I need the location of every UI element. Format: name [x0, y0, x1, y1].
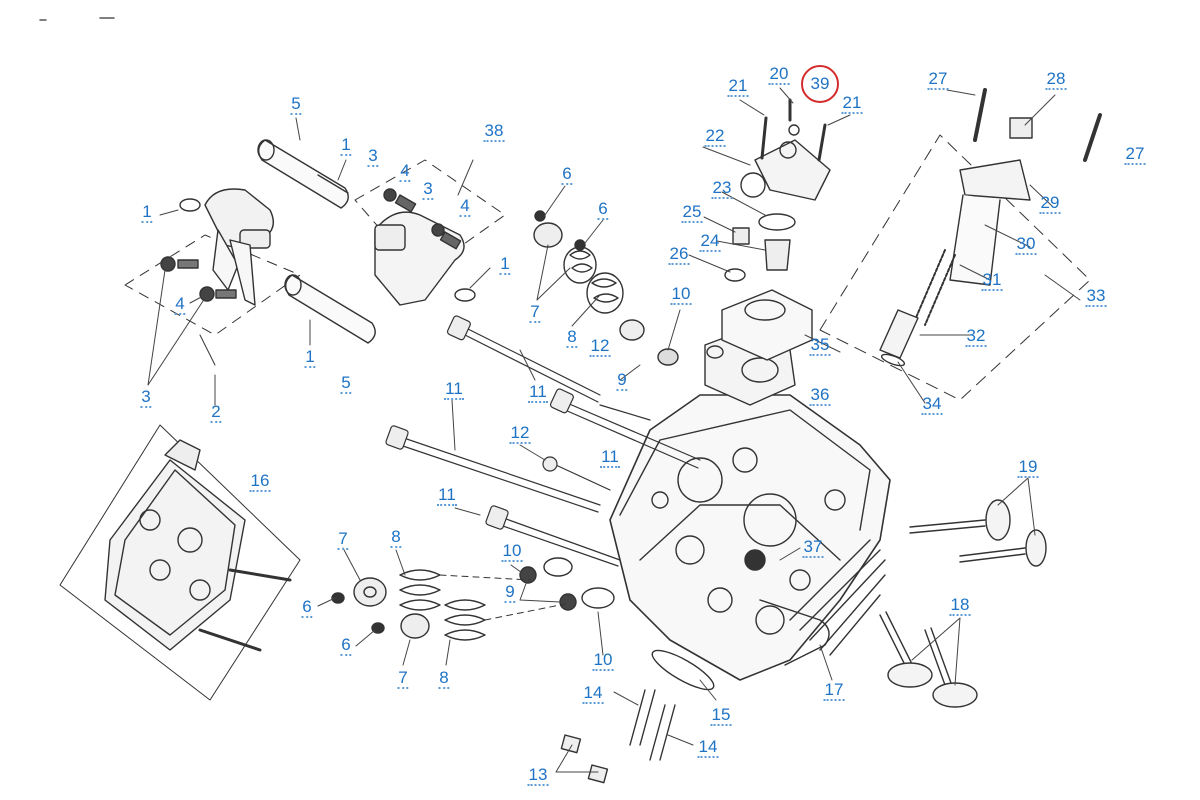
highlight-ring-39 [801, 65, 839, 103]
callout-34[interactable]: 34 [921, 394, 943, 415]
callout-20[interactable]: 20 [768, 64, 790, 85]
callout-38[interactable]: 38 [483, 121, 505, 142]
callout-27[interactable]: 27 [1124, 144, 1146, 165]
callout-2[interactable]: 2 [210, 402, 222, 423]
valves [879, 499, 1047, 708]
callout-10[interactable]: 10 [501, 541, 523, 562]
callout-12[interactable]: 12 [589, 336, 611, 357]
callout-19[interactable]: 19 [1017, 457, 1039, 478]
callout-39-highlighted[interactable]: 39 [810, 74, 830, 93]
callout-7[interactable]: 7 [529, 302, 541, 323]
callout-15[interactable]: 15 [710, 705, 732, 726]
callout-7[interactable]: 7 [337, 529, 349, 550]
callout-5[interactable]: 5 [340, 373, 352, 394]
cylinder-head [609, 329, 891, 681]
rocker-arm-group-left [124, 188, 301, 366]
inset-head-view [59, 424, 301, 701]
callout-1[interactable]: 1 [499, 254, 511, 275]
callout-4[interactable]: 4 [174, 294, 186, 315]
callout-24[interactable]: 24 [699, 231, 721, 252]
callout-1[interactable]: 1 [304, 347, 316, 368]
callout-35[interactable]: 35 [809, 335, 831, 356]
rocker-arm-group-right [354, 159, 506, 306]
callout-10[interactable]: 10 [670, 284, 692, 305]
callout-31[interactable]: 31 [981, 270, 1003, 291]
callout-6[interactable]: 6 [301, 597, 313, 618]
callout-16[interactable]: 16 [249, 471, 271, 492]
callout-8[interactable]: 8 [390, 527, 402, 548]
callout-13[interactable]: 13 [527, 765, 549, 786]
callout-1[interactable]: 1 [340, 135, 352, 156]
callout-26[interactable]: 26 [668, 244, 690, 265]
callout-3[interactable]: 3 [367, 146, 379, 167]
callout-8[interactable]: 8 [566, 327, 578, 348]
callout-6[interactable]: 6 [340, 635, 352, 656]
callout-7[interactable]: 7 [397, 668, 409, 689]
callout-4[interactable]: 4 [459, 196, 471, 217]
thermostat-parts [721, 98, 831, 361]
studs-and-gasket [560, 649, 715, 784]
leader-lines [147, 87, 1081, 773]
callout-5[interactable]: 5 [290, 94, 302, 115]
callout-4[interactable]: 4 [399, 161, 411, 182]
callout-14[interactable]: 14 [582, 683, 604, 704]
callout-1[interactable]: 1 [141, 202, 153, 223]
callout-18[interactable]: 18 [949, 595, 971, 616]
callout-3[interactable]: 3 [422, 179, 434, 200]
head-bolts [385, 315, 701, 567]
callout-27[interactable]: 27 [927, 69, 949, 90]
callout-25[interactable]: 25 [681, 202, 703, 223]
callout-11[interactable]: 11 [437, 485, 457, 506]
callout-37[interactable]: 37 [802, 537, 824, 558]
callout-28[interactable]: 28 [1045, 69, 1067, 90]
callout-21[interactable]: 21 [727, 76, 749, 97]
callout-9[interactable]: 9 [616, 370, 628, 391]
callout-33[interactable]: 33 [1085, 286, 1107, 307]
callout-8[interactable]: 8 [438, 668, 450, 689]
callout-32[interactable]: 32 [965, 326, 987, 347]
callout-22[interactable]: 22 [704, 126, 726, 147]
rocker-shaft-upper [257, 139, 349, 209]
callout-11[interactable]: 11 [444, 379, 464, 400]
callout-9[interactable]: 9 [504, 582, 516, 603]
callout-10[interactable]: 10 [592, 650, 614, 671]
callout-3[interactable]: 3 [140, 387, 152, 408]
callout-29[interactable]: 29 [1039, 193, 1061, 214]
callout-23[interactable]: 23 [711, 178, 733, 199]
callout-30[interactable]: 30 [1015, 234, 1037, 255]
rocker-shaft-lower [284, 274, 376, 344]
callout-17[interactable]: 17 [823, 680, 845, 701]
callout-6[interactable]: 6 [597, 199, 609, 220]
callout-11[interactable]: 11 [528, 382, 548, 403]
callout-36[interactable]: 36 [809, 385, 831, 406]
callout-14[interactable]: 14 [697, 737, 719, 758]
lower-valve-springs [331, 557, 615, 641]
callout-6[interactable]: 6 [561, 164, 573, 185]
callout-21[interactable]: 21 [841, 93, 863, 114]
tensioner-group [819, 88, 1102, 401]
callout-12[interactable]: 12 [509, 423, 531, 444]
upper-valve-springs [533, 210, 679, 366]
callout-11[interactable]: 11 [600, 447, 620, 468]
